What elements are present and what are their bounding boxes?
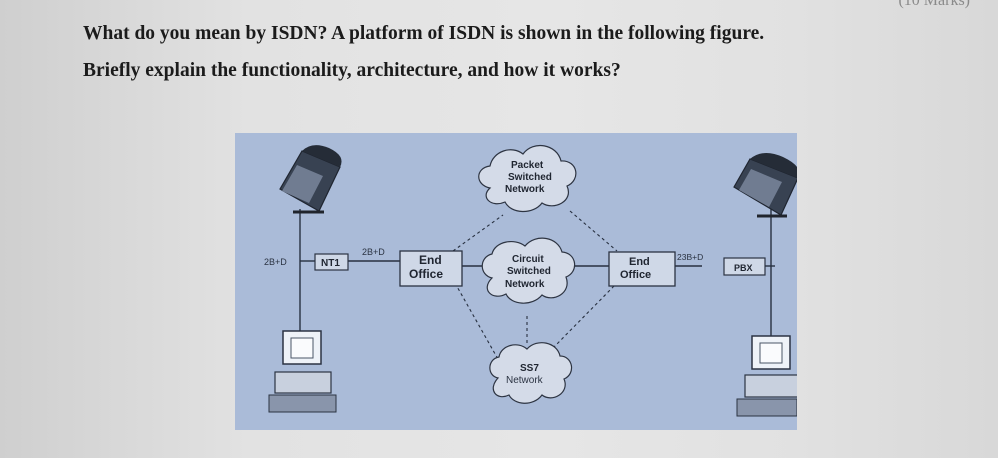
pbx-label: PBX xyxy=(734,263,753,273)
question-line-2: Briefly explain the functionality, archi… xyxy=(83,60,621,81)
packet-right-link xyxy=(569,210,618,252)
circuit-network-line1: Circuit xyxy=(512,254,544,265)
right-office-line1: End xyxy=(629,256,650,268)
left-telephone-icon xyxy=(279,145,342,214)
ss7-network-line2: Network xyxy=(506,375,544,386)
nt1-label: NT1 xyxy=(321,258,340,269)
packet-network-line1: Packet xyxy=(511,160,544,171)
left-office-line1: End xyxy=(419,253,442,267)
circuit-network-line3: Network xyxy=(505,279,545,290)
circuit-network-line2: Switched xyxy=(507,266,551,277)
mid-interface-label: 2B+D xyxy=(362,247,385,257)
left-end-office-box xyxy=(399,250,463,287)
right-telephone-icon xyxy=(733,153,797,218)
right-office-line2: Office xyxy=(620,269,651,281)
ss7-network-cloud xyxy=(489,342,573,404)
left-office-line2: Office xyxy=(409,267,443,281)
question-text: What do you mean by ISDN? A platform of … xyxy=(83,15,983,89)
left-packet-link xyxy=(452,214,504,252)
circuit-switched-network-cloud xyxy=(481,237,576,304)
left-computer-icon xyxy=(268,330,337,413)
ss7-network-line1: SS7 xyxy=(520,363,539,374)
packet-switched-network-cloud xyxy=(478,144,577,213)
isdn-diagram: 2B+D NT1 2B+D End Office End Office 23B+… xyxy=(264,144,797,417)
packet-network-line3: Network xyxy=(505,184,545,195)
pbx-box xyxy=(723,257,766,276)
right-end-office-box xyxy=(608,251,676,287)
isdn-figure: 2B+D NT1 2B+D End Office End Office 23B+… xyxy=(235,133,797,430)
packet-network-line2: Switched xyxy=(508,172,552,183)
right-computer-icon xyxy=(736,335,797,417)
right-interface-label: 23B+D xyxy=(677,252,703,262)
nt1-box xyxy=(314,253,349,271)
left-interface-label: 2B+D xyxy=(264,257,287,267)
question-line-1: What do you mean by ISDN? A platform of … xyxy=(83,23,765,44)
cropped-top-mark: (10 Marks) xyxy=(898,0,970,9)
left-ss7-link xyxy=(454,282,504,369)
